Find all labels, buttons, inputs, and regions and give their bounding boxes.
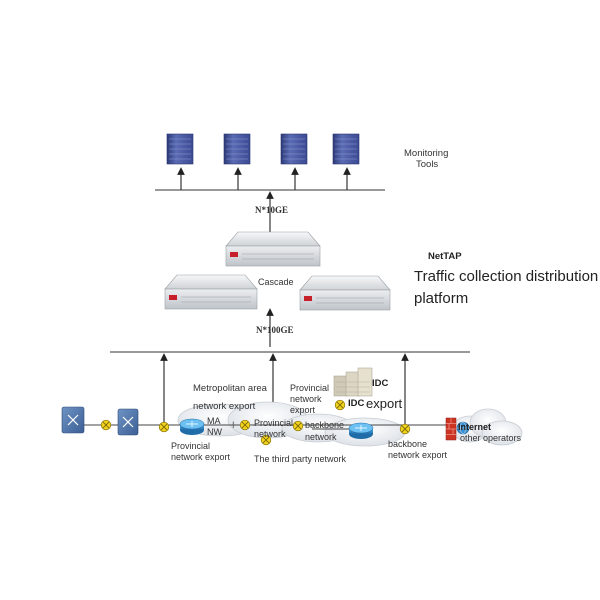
link-mark: I	[232, 420, 235, 430]
other-operators-label: other operators	[460, 433, 522, 443]
tap-splitter-icon	[158, 421, 170, 433]
n10ge-label: N*10GE	[255, 205, 289, 215]
idc-export-label: export	[366, 396, 403, 411]
ma-nw-label: NW	[207, 427, 222, 437]
tap-splitter-icon	[100, 419, 112, 431]
firewall-icon	[445, 417, 457, 441]
router-icon	[348, 422, 374, 439]
server-arrows	[177, 167, 351, 190]
platform-label: Traffic collection distribution	[414, 268, 599, 285]
platform-label: platform	[414, 290, 469, 307]
n100ge-label: N*100GE	[256, 325, 294, 335]
backbone-export-label: network export	[388, 450, 448, 460]
cascade-label: Cascade	[258, 277, 294, 287]
server-icon	[332, 133, 360, 165]
provincial-network-label: network	[254, 429, 286, 439]
server-icon	[280, 133, 308, 165]
nettap-device-icon	[299, 275, 391, 311]
third-party-network-label: The third party network	[254, 454, 347, 464]
idc-export-label: IDC	[348, 398, 365, 409]
tap-splitter-icon	[399, 423, 411, 435]
router-icon	[179, 418, 205, 435]
monitoring-tools-label: Monitoring	[404, 148, 449, 159]
tap-splitter-icon	[292, 420, 304, 432]
nettap-label: NetTAP	[428, 251, 462, 262]
provincial-export-label: network	[290, 394, 322, 404]
ma-nw-label: MA	[207, 416, 221, 426]
idc-logo-label: IDC	[372, 378, 389, 389]
provincial-export-label: export	[290, 405, 316, 415]
nettap-device-icon	[164, 274, 258, 310]
provincial-network-export-label: network export	[171, 452, 231, 462]
provincial-network-label: Provincial	[254, 418, 294, 428]
tap-splitter-icon	[239, 419, 251, 431]
idc-building-icon	[333, 367, 373, 397]
tap-splitter-icon	[334, 399, 346, 411]
backbone-network-label: backbone	[305, 420, 345, 430]
backbone-export-label: backbone	[388, 439, 428, 449]
metro-export-label: Metropolitan area	[193, 383, 267, 394]
metro-export-label: network export	[193, 401, 256, 412]
server-icon	[166, 133, 194, 165]
backbone-network-label: network	[305, 432, 337, 442]
switch-icon	[61, 406, 85, 434]
nettap-device-icon	[225, 231, 321, 267]
internet-label: Internet	[458, 422, 492, 432]
switch-icon	[117, 408, 139, 436]
provincial-export-label: Provincial	[290, 383, 330, 393]
server-icon	[223, 133, 251, 165]
monitoring-tools-label: Tools	[416, 159, 439, 170]
provincial-network-export-label: Provincial	[171, 441, 211, 451]
internet-globe-icon	[456, 421, 470, 435]
tap-splitter-icon	[260, 434, 272, 446]
